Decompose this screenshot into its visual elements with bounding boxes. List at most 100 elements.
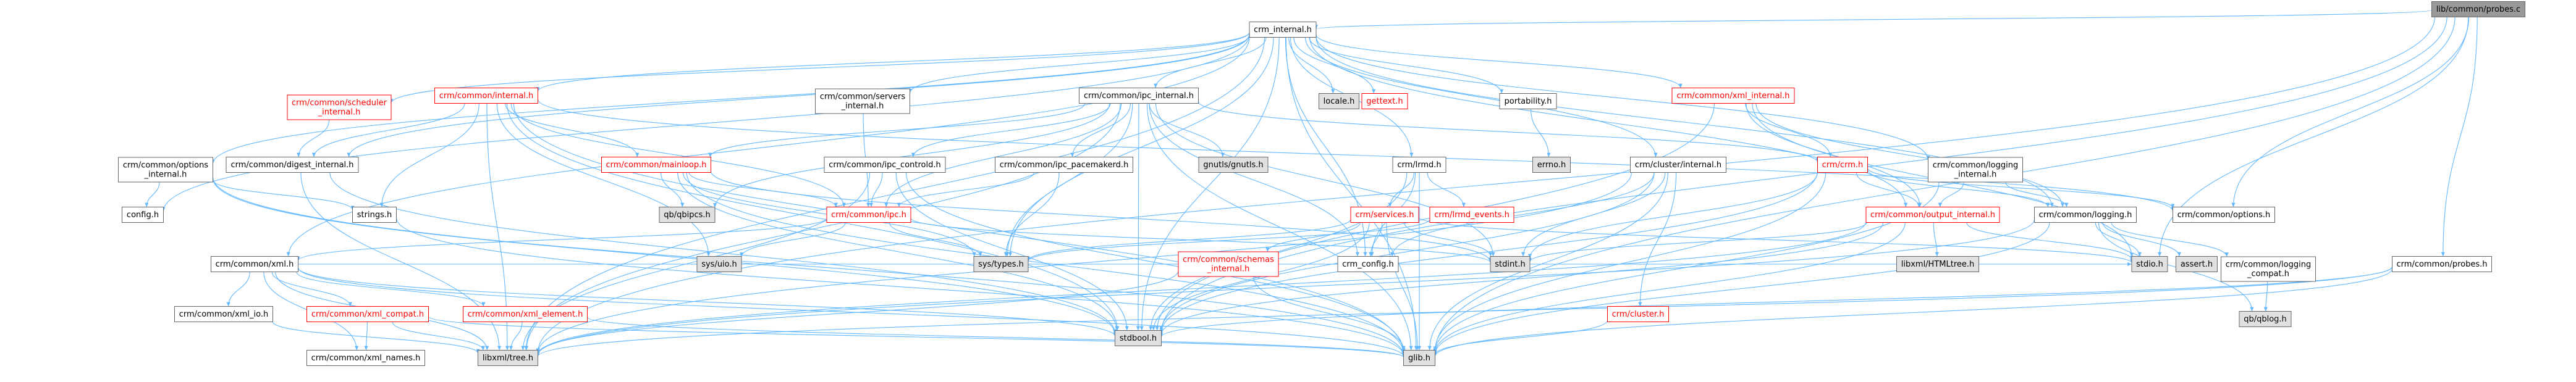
edge-services-to-sys_types xyxy=(1026,218,1351,261)
node-sys_uio: sys/uio.h xyxy=(696,256,742,272)
edge-ipc_internal-to-crm_h xyxy=(1197,101,1820,163)
edge-internal-to-options xyxy=(537,99,2175,212)
node-digest_internal[interactable]: crm/common/digest_internal.h xyxy=(226,157,359,173)
edges-layer xyxy=(145,9,2478,358)
node-cluster_internal[interactable]: crm/cluster/internal.h xyxy=(1630,157,1726,173)
edge-crm_internal-to-stdbool xyxy=(1139,37,1280,331)
node-lrmd_events[interactable]: crm/lrmd_events.h xyxy=(1429,207,1514,223)
node-box xyxy=(122,207,164,223)
node-options[interactable]: crm/common/options.h xyxy=(2173,207,2275,223)
node-crm_h[interactable]: crm/crm.h xyxy=(1817,157,1868,173)
node-box xyxy=(1490,256,1531,272)
node-box xyxy=(463,306,588,322)
edge-xml_internal-to-logging xyxy=(1755,103,2065,207)
node-box xyxy=(1817,157,1868,173)
edge-crm_h-to-stdint xyxy=(1527,172,1818,259)
node-internal[interactable]: crm/common/internal.h xyxy=(434,88,538,104)
edge-schemas_internal-to-glib xyxy=(1253,276,1406,351)
edge-crm_internal-to-options_internal xyxy=(211,33,1250,164)
node-xml_names[interactable]: crm/common/xml_names.h xyxy=(306,350,425,366)
edge-probes_c-to-libxml_tree xyxy=(536,17,2435,353)
edge-crm_internal-to-output_internal xyxy=(1309,37,1908,207)
node-box xyxy=(2176,256,2218,272)
node-logging_compat[interactable]: crm/common/logging_compat.h xyxy=(2221,256,2316,282)
edge-crm_internal-to-cluster_internal xyxy=(1304,37,1658,157)
node-label: crm/common/logging xyxy=(2226,260,2311,270)
node-schemas_internal[interactable]: crm/common/schemas_internal.h xyxy=(1178,251,1279,277)
edge-lrmd_events-to-sys_types xyxy=(1026,218,1430,262)
edge-output_internal-to-libxml_tree xyxy=(536,221,1867,355)
node-config_left[interactable]: config.h xyxy=(122,207,164,223)
node-probes_c[interactable]: lib/common/probes.c xyxy=(2431,1,2525,17)
node-label: glib.h xyxy=(1408,354,1430,363)
node-crm_internal[interactable]: crm_internal.h xyxy=(1249,22,1317,38)
node-ipc_internal[interactable]: crm/common/ipc_internal.h xyxy=(1079,88,1199,104)
edge-ipc_controld-to-stdbool xyxy=(895,172,1129,331)
node-logging[interactable]: crm/common/logging.h xyxy=(2034,207,2137,223)
node-ipc_pacemakerd[interactable]: crm/common/ipc_pacemakerd.h xyxy=(995,157,1133,173)
node-label: libxml/tree.h xyxy=(483,354,533,363)
node-label: qb/qblog.h xyxy=(2244,315,2287,324)
node-label: crm/common/xml.h xyxy=(216,260,294,269)
node-sys_types: sys/types.h xyxy=(973,256,1029,272)
node-logging_internal[interactable]: crm/common/logging_internal.h xyxy=(1928,157,2023,183)
node-gettext[interactable]: gettext.h xyxy=(1361,93,1408,109)
node-label: locale.h xyxy=(1324,97,1355,106)
node-box xyxy=(1079,88,1199,104)
edge-probes_h-to-glib xyxy=(1433,268,2393,357)
edge-cluster_internal-to-stdint xyxy=(1521,172,1666,257)
edge-xml-to-xml_element xyxy=(296,272,486,307)
node-services[interactable]: crm/services.h xyxy=(1350,207,1419,223)
node-box xyxy=(352,207,397,223)
edge-xml_internal-to-crm_h xyxy=(1745,103,1833,157)
node-xml_io[interactable]: crm/common/xml_io.h xyxy=(174,306,273,322)
edge-lrmd-to-lrmd_events xyxy=(1427,172,1466,207)
node-output_internal[interactable]: crm/common/output_internal.h xyxy=(1865,207,2000,223)
node-cluster_h[interactable]: crm/cluster.h xyxy=(1607,306,1669,322)
node-ipc_controld[interactable]: crm/common/ipc_controld.h xyxy=(824,157,946,173)
node-label: crm/common/xml_names.h xyxy=(311,354,421,363)
node-label: crm/common/servers xyxy=(820,93,905,102)
node-box xyxy=(2173,207,2275,223)
node-xml[interactable]: crm/common/xml.h xyxy=(211,256,298,272)
node-label: crm/common/xml_element.h xyxy=(468,310,583,319)
edge-crm_h-to-options xyxy=(1867,168,2175,209)
node-lrmd[interactable]: crm/lrmd.h xyxy=(1392,157,1446,173)
edge-internal-to-glib xyxy=(513,103,1406,354)
node-mainloop[interactable]: crm/common/mainloop.h xyxy=(601,157,711,173)
node-probes_h[interactable]: crm/common/probes.h xyxy=(2392,256,2492,272)
node-box xyxy=(306,306,429,322)
node-label: strings.h xyxy=(357,210,392,220)
edge-crm_internal-to-sys_types xyxy=(1008,37,1274,257)
edge-cluster_h-to-glib xyxy=(1433,320,1608,355)
node-xml_compat[interactable]: crm/common/xml_compat.h xyxy=(306,306,429,322)
edge-crm_internal-to-glib xyxy=(1285,37,1418,351)
node-box xyxy=(1198,157,1269,173)
node-label: _internal.h xyxy=(1207,265,1250,274)
edge-ipc_internal-to-ipc_controld xyxy=(911,103,1111,157)
node-label: stdbool.h xyxy=(1120,334,1157,343)
node-scheduler_internal[interactable]: crm/common/scheduler_internal.h xyxy=(287,94,392,120)
node-box xyxy=(118,157,213,183)
node-crm_config[interactable]: crm_config.h xyxy=(1337,256,1399,272)
node-xml_element[interactable]: crm/common/xml_element.h xyxy=(463,306,588,322)
edge-crm_internal-to-libxml_tree xyxy=(524,37,1265,351)
node-box xyxy=(1178,251,1279,277)
edge-crm_internal-to-xml xyxy=(286,37,1250,257)
edge-crm_internal-to-servers_internal xyxy=(908,35,1250,93)
node-servers_internal[interactable]: crm/common/servers_internal.h xyxy=(815,88,910,114)
node-glib: glib.h xyxy=(1403,350,1435,366)
edge-ipc_internal-to-glib xyxy=(1146,103,1413,351)
node-portability[interactable]: portability.h xyxy=(1499,93,1557,109)
node-label: _internal.h xyxy=(1954,170,1997,180)
edge-cluster_internal-to-crm_config xyxy=(1390,172,1655,257)
node-ipc[interactable]: crm/common/ipc.h xyxy=(826,207,911,223)
node-strings[interactable]: strings.h xyxy=(352,207,397,223)
edge-mainloop-to-qbipcs xyxy=(661,172,685,207)
node-xml_internal[interactable]: crm/common/xml_internal.h xyxy=(1671,88,1795,104)
node-options_internal[interactable]: crm/common/options_internal.h xyxy=(118,157,213,183)
node-label: assert.h xyxy=(2181,260,2213,269)
edge-internal-to-strings xyxy=(379,103,479,207)
node-stdbool: stdbool.h xyxy=(1115,330,1162,346)
edge-probes_c-to-glib xyxy=(1433,17,2456,353)
